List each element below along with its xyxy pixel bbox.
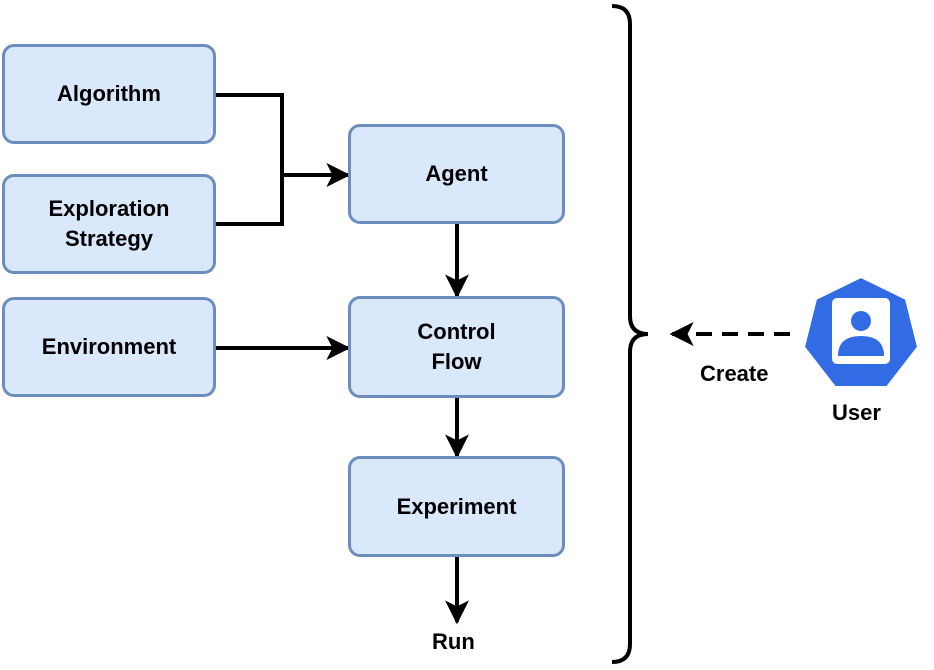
algorithm-label: Algorithm (57, 81, 161, 106)
user-icon (802, 276, 920, 388)
experiment-label: Experiment (396, 493, 517, 519)
exploration-strategy-box: Exploration Strategy (2, 174, 216, 274)
control-flow-label-line1: Control (417, 319, 496, 344)
exploration-label-line2: Strategy (64, 226, 154, 251)
control-flow-box: Control Flow (348, 296, 565, 398)
run-label: Run (432, 629, 475, 654)
algorithm-box: Algorithm (2, 44, 216, 144)
connector-algorithm (216, 93, 284, 175)
agent-box: Agent (348, 124, 565, 224)
exploration-label-line1: Exploration (48, 196, 170, 221)
agent-label: Agent (425, 161, 488, 186)
control-flow-label-line2: Flow (431, 349, 482, 374)
environment-label: Environment (41, 334, 177, 359)
environment-box: Environment (2, 297, 216, 397)
create-label: Create (700, 361, 769, 386)
right-curly-brace (611, 4, 649, 664)
connector-exploration (216, 175, 284, 226)
user-label: User (832, 400, 881, 425)
experiment-box: Experiment (348, 456, 565, 557)
